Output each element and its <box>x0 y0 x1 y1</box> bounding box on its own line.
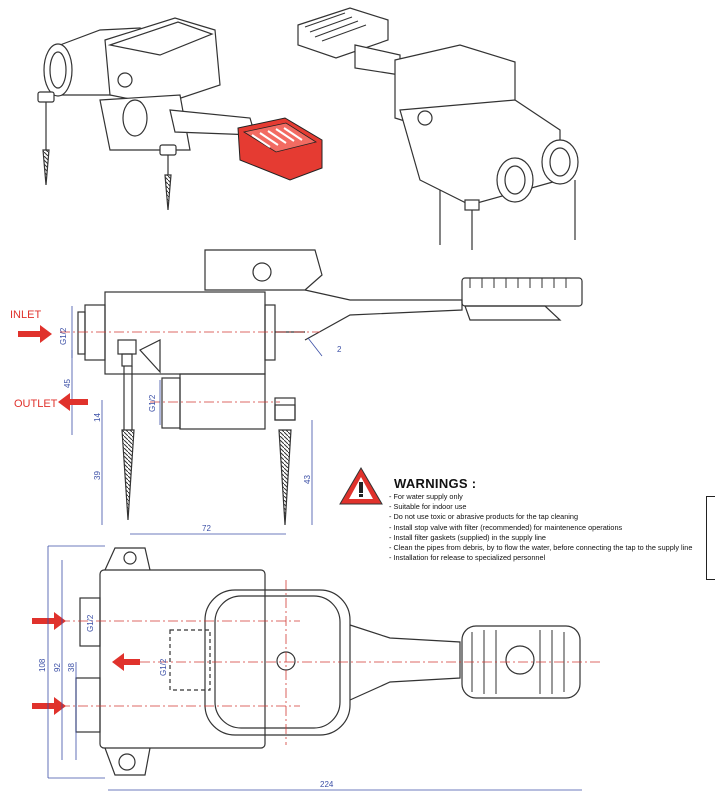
warning-item: - Clean the pipes from debris, by to flo… <box>389 543 693 553</box>
plan-arrow-1 <box>32 612 66 630</box>
dim-g12-inlet: G1/2 <box>59 327 68 345</box>
dim-45: 45 <box>63 379 72 388</box>
plan-centerlines <box>60 580 600 745</box>
frame-edge <box>706 496 715 580</box>
warning-item: - Do not use toxic or abrasive products … <box>389 512 579 522</box>
plan-dimensions <box>47 533 582 791</box>
side-centerlines <box>60 331 320 403</box>
plan-view <box>75 547 581 776</box>
dim-43: 43 <box>303 475 312 484</box>
warning-triangle-icon <box>339 467 383 505</box>
plan-arrow-3 <box>32 697 66 715</box>
side-dimensions <box>71 306 323 525</box>
plan-arrow-2 <box>112 653 140 671</box>
dim-224: 224 <box>320 780 334 789</box>
dim-2: 2 <box>337 345 342 354</box>
flow-arrows <box>18 325 140 715</box>
iso-view-right <box>297 7 579 250</box>
iso-view-left <box>37 17 256 211</box>
dim-108: 108 <box>38 658 47 672</box>
dim-72: 72 <box>202 524 211 533</box>
warning-item: - Installation for release to specialize… <box>389 553 546 563</box>
side-view <box>77 249 583 526</box>
warning-item: - For water supply only <box>389 492 463 501</box>
warning-item: - Suitable for indoor use <box>389 502 467 512</box>
warnings-list: - For water supply only - Suitable for i… <box>389 492 692 563</box>
dim-g12-outlet: G1/2 <box>148 394 157 412</box>
outlet-arrow <box>58 393 88 411</box>
dim-g12-top-2: G1/2 <box>159 658 168 676</box>
dim-39: 39 <box>93 471 102 480</box>
dim-92: 92 <box>53 663 62 672</box>
warning-item: - Install filter gaskets (supplied) in t… <box>389 532 546 542</box>
dim-14: 14 <box>93 413 102 422</box>
dim-38: 38 <box>67 663 76 672</box>
iso-pedal-red <box>237 117 323 181</box>
inlet-label: INLET <box>10 309 41 321</box>
outlet-label: OUTLET <box>14 398 58 410</box>
dim-g12-top-1: G1/2 <box>86 614 95 632</box>
inlet-arrow <box>18 325 52 343</box>
warning-item: - Install stop valve with filter (recomm… <box>389 522 623 532</box>
warnings-title: WARNINGS : <box>394 476 477 491</box>
